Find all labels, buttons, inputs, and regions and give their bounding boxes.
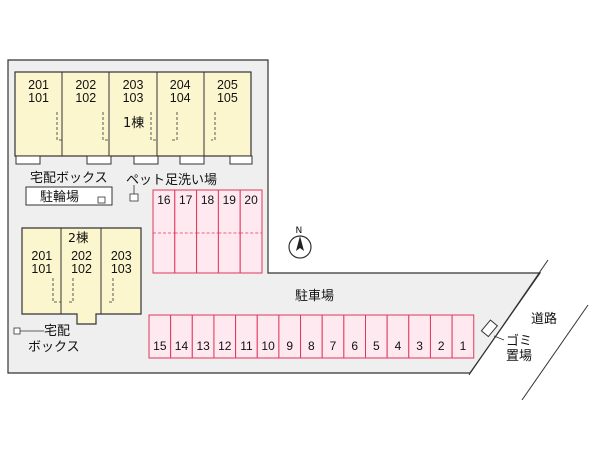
delivery-box-2-label-line2: ボックス — [28, 340, 80, 355]
building-1-unit-101: 101 — [28, 91, 49, 105]
building-2-unit-102: 102 — [71, 262, 92, 276]
parking-number-10: 10 — [261, 339, 275, 353]
building-2-label: 2棟 — [68, 230, 89, 245]
delivery-box-2-icon — [13, 327, 21, 335]
building-2-unit-201: 201 — [31, 249, 52, 263]
building-1-unit-103: 103 — [123, 91, 144, 105]
parking-number-9: 9 — [286, 339, 293, 353]
pet-wash-label: ペット足洗い場 — [126, 173, 217, 188]
parking-number-6: 6 — [351, 339, 358, 353]
bicycle-parking-box-icon — [97, 196, 106, 204]
road-edge-line — [521, 304, 589, 401]
building-1-unit-105: 105 — [217, 91, 238, 105]
delivery-box-1-label: 宅配ボックス — [30, 171, 108, 186]
bicycle-parking — [25, 186, 113, 206]
parking-number-2: 2 — [438, 339, 445, 353]
building-2-unit-103: 103 — [111, 262, 132, 276]
building-1-unit-102: 102 — [75, 91, 96, 105]
road-label: 道路 — [531, 311, 557, 327]
parking-upper-block: 16 17 18 19 20 — [152, 189, 263, 274]
parking-number-14: 14 — [175, 339, 189, 353]
building-2-unit-202: 202 — [71, 249, 92, 263]
building-1-unit-204: 204 — [170, 78, 191, 92]
building-1-unit-201: 201 — [28, 78, 49, 92]
bicycle-parking-label: 駐輪場 — [40, 189, 79, 205]
garbage-label-line1: ゴミ — [506, 333, 532, 349]
parking-number-13: 13 — [196, 339, 210, 353]
road-edge-line — [468, 259, 549, 376]
north-label: N — [296, 226, 303, 236]
parking-number-17: 17 — [179, 193, 193, 207]
parking-space-20 — [239, 189, 263, 274]
garbage-label-line2: 置場 — [506, 349, 532, 364]
building-2-unit-101: 101 — [31, 262, 52, 276]
garbage-leader — [493, 335, 505, 341]
garbage-box-icon — [480, 319, 499, 338]
parking-label: 駐車場 — [295, 289, 334, 304]
building-2-outline — [21, 227, 142, 325]
parking-number-18: 18 — [201, 193, 215, 207]
parking-number-7: 7 — [330, 339, 337, 353]
parking-number-8: 8 — [308, 339, 315, 353]
parking-number-15: 15 — [153, 339, 167, 353]
building-1-label: 1棟 — [123, 116, 144, 131]
parking-number-16: 16 — [157, 193, 171, 207]
parking-number-1: 1 — [460, 339, 467, 353]
building-2-unit-203: 203 — [111, 249, 132, 263]
building-1-unit-104: 104 — [170, 91, 191, 105]
parking-number-19: 19 — [223, 193, 237, 207]
parking-number-11: 11 — [240, 339, 253, 353]
parking-space-1 — [451, 314, 475, 359]
garbage-area: ゴミ 置場 — [480, 319, 532, 364]
building-1-unit-202: 202 — [75, 78, 96, 92]
delivery-box-2-label-line1: 宅配 — [44, 324, 70, 339]
north-compass-icon: N — [288, 226, 312, 259]
parking-number-3: 3 — [416, 339, 423, 353]
building-1-unit-205: 205 — [217, 78, 238, 92]
parking-number-5: 5 — [373, 339, 380, 353]
parking-number-20: 20 — [244, 193, 258, 207]
pet-wash-icon — [129, 193, 139, 202]
parking-number-12: 12 — [218, 339, 232, 353]
parking-number-4: 4 — [395, 339, 402, 353]
building-1-outline — [14, 71, 252, 157]
building-1-unit-203: 203 — [123, 78, 144, 92]
